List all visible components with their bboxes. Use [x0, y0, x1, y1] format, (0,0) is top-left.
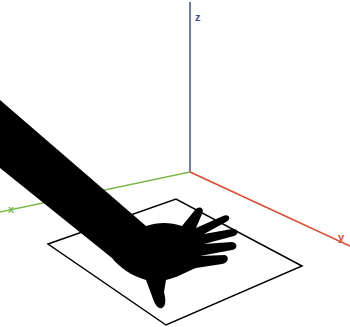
z-axis-label: z: [195, 12, 201, 23]
z-axis: [189, 2, 191, 172]
y-axis-label: y: [338, 232, 344, 243]
hand-silhouette: [0, 100, 238, 308]
x-axis-label: x: [8, 204, 14, 215]
